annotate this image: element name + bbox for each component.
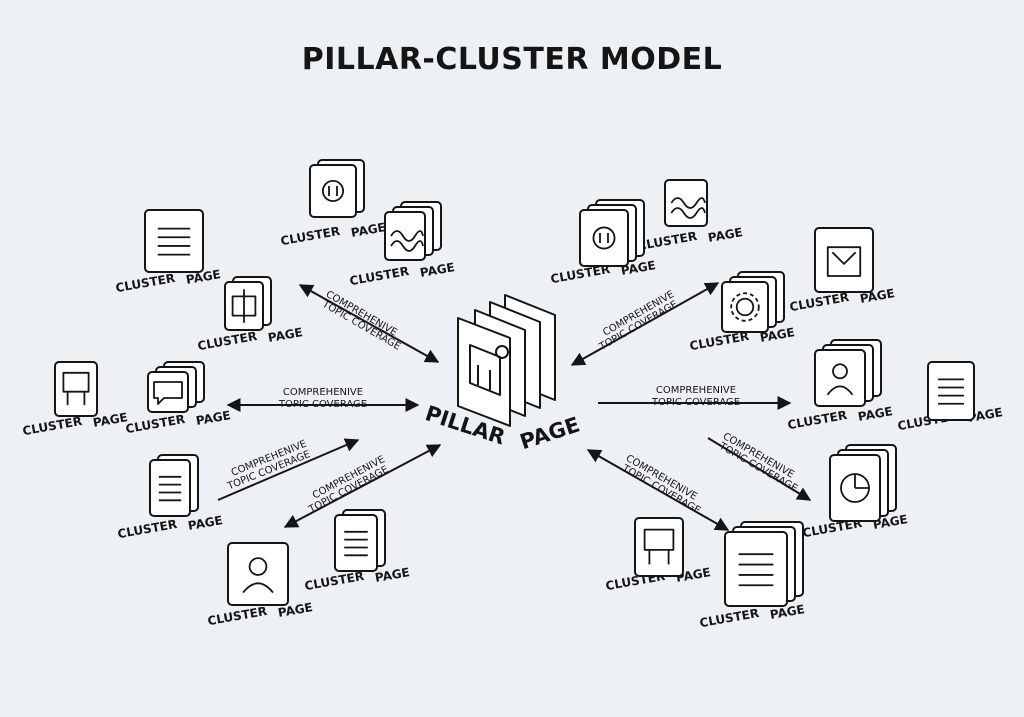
cluster-label-word1: CLUSTER: [117, 517, 179, 541]
cluster-label-word1: CLUSTER: [197, 329, 259, 353]
list-doc-icon: [814, 339, 882, 407]
cluster-label-word2: PAGE: [374, 565, 411, 585]
puzzle-icon: [224, 276, 272, 331]
image-box-icon: [721, 271, 785, 333]
coverage-arrow: [707, 437, 812, 501]
cluster-label-word2: PAGE: [350, 220, 387, 240]
cluster-label-word2: PAGE: [419, 260, 456, 280]
shield-icon: [724, 521, 804, 607]
pillar-page-icon: [457, 294, 556, 427]
chart-board-icon: [54, 361, 98, 417]
cluster-label-word1: CLUSTER: [115, 271, 177, 295]
cluster-label-word2: PAGE: [620, 258, 657, 278]
document-icon: [309, 159, 365, 218]
cluster-label-word2: PAGE: [675, 565, 712, 585]
cluster-label-word1: CLUSTER: [207, 604, 269, 628]
cluster-label-word1: CLUSTER: [789, 290, 851, 314]
coverage-label-line2: TOPIC COVERAGE: [651, 397, 740, 408]
cluster-label-word1: CLUSTER: [637, 229, 699, 253]
pie-chart-icon: [927, 361, 975, 421]
coverage-arrow: [586, 449, 730, 531]
cluster-label-word2: PAGE: [769, 602, 806, 622]
cluster-label-word2: PAGE: [707, 225, 744, 245]
text-doc-icon: [334, 509, 386, 572]
profile-icon: [227, 542, 289, 606]
coverage-arrow: [570, 282, 720, 366]
cluster-label-word1: CLUSTER: [280, 224, 342, 248]
coverage-label-line2: TOPIC COVERAGE: [278, 399, 367, 410]
pillar-label-word2: PAGE: [517, 412, 583, 454]
cluster-label-word2: PAGE: [967, 405, 1004, 425]
coverage-label-line1: COMPREHENIVE: [283, 387, 363, 398]
cluster-label-word2: PAGE: [857, 404, 894, 424]
gear-icon: [579, 199, 645, 267]
document-wave-icon: [384, 201, 442, 261]
cluster-label-word1: CLUSTER: [349, 264, 411, 288]
cluster-label-word1: CLUSTER: [699, 606, 761, 630]
cluster-label-word2: PAGE: [187, 513, 224, 533]
cluster-label-word1: CLUSTER: [787, 408, 849, 432]
cluster-label-word2: PAGE: [195, 408, 232, 428]
coverage-arrow: [298, 284, 440, 363]
cluster-label-word1: CLUSTER: [22, 414, 84, 438]
chart-box-icon: [829, 444, 897, 522]
cluster-label-word1: CLUSTER: [125, 412, 187, 436]
wave-doc-icon: [664, 179, 708, 227]
cluster-label-word2: PAGE: [267, 325, 304, 345]
chat-icon: [147, 361, 205, 413]
cluster-label-word1: CLUSTER: [304, 569, 366, 593]
diagram-title: PILLAR-CLUSTER MODEL: [301, 42, 723, 77]
cluster-label-word2: PAGE: [92, 410, 129, 430]
stacked-pages-icon: [634, 517, 684, 577]
newspaper-icon: [144, 209, 204, 273]
coverage-arrow: [283, 444, 442, 528]
coverage-label-line1: COMPREHENIVE: [656, 385, 736, 396]
badge-icon: [814, 227, 874, 293]
page-icon: [149, 454, 199, 517]
cluster-label-word2: PAGE: [872, 512, 909, 532]
